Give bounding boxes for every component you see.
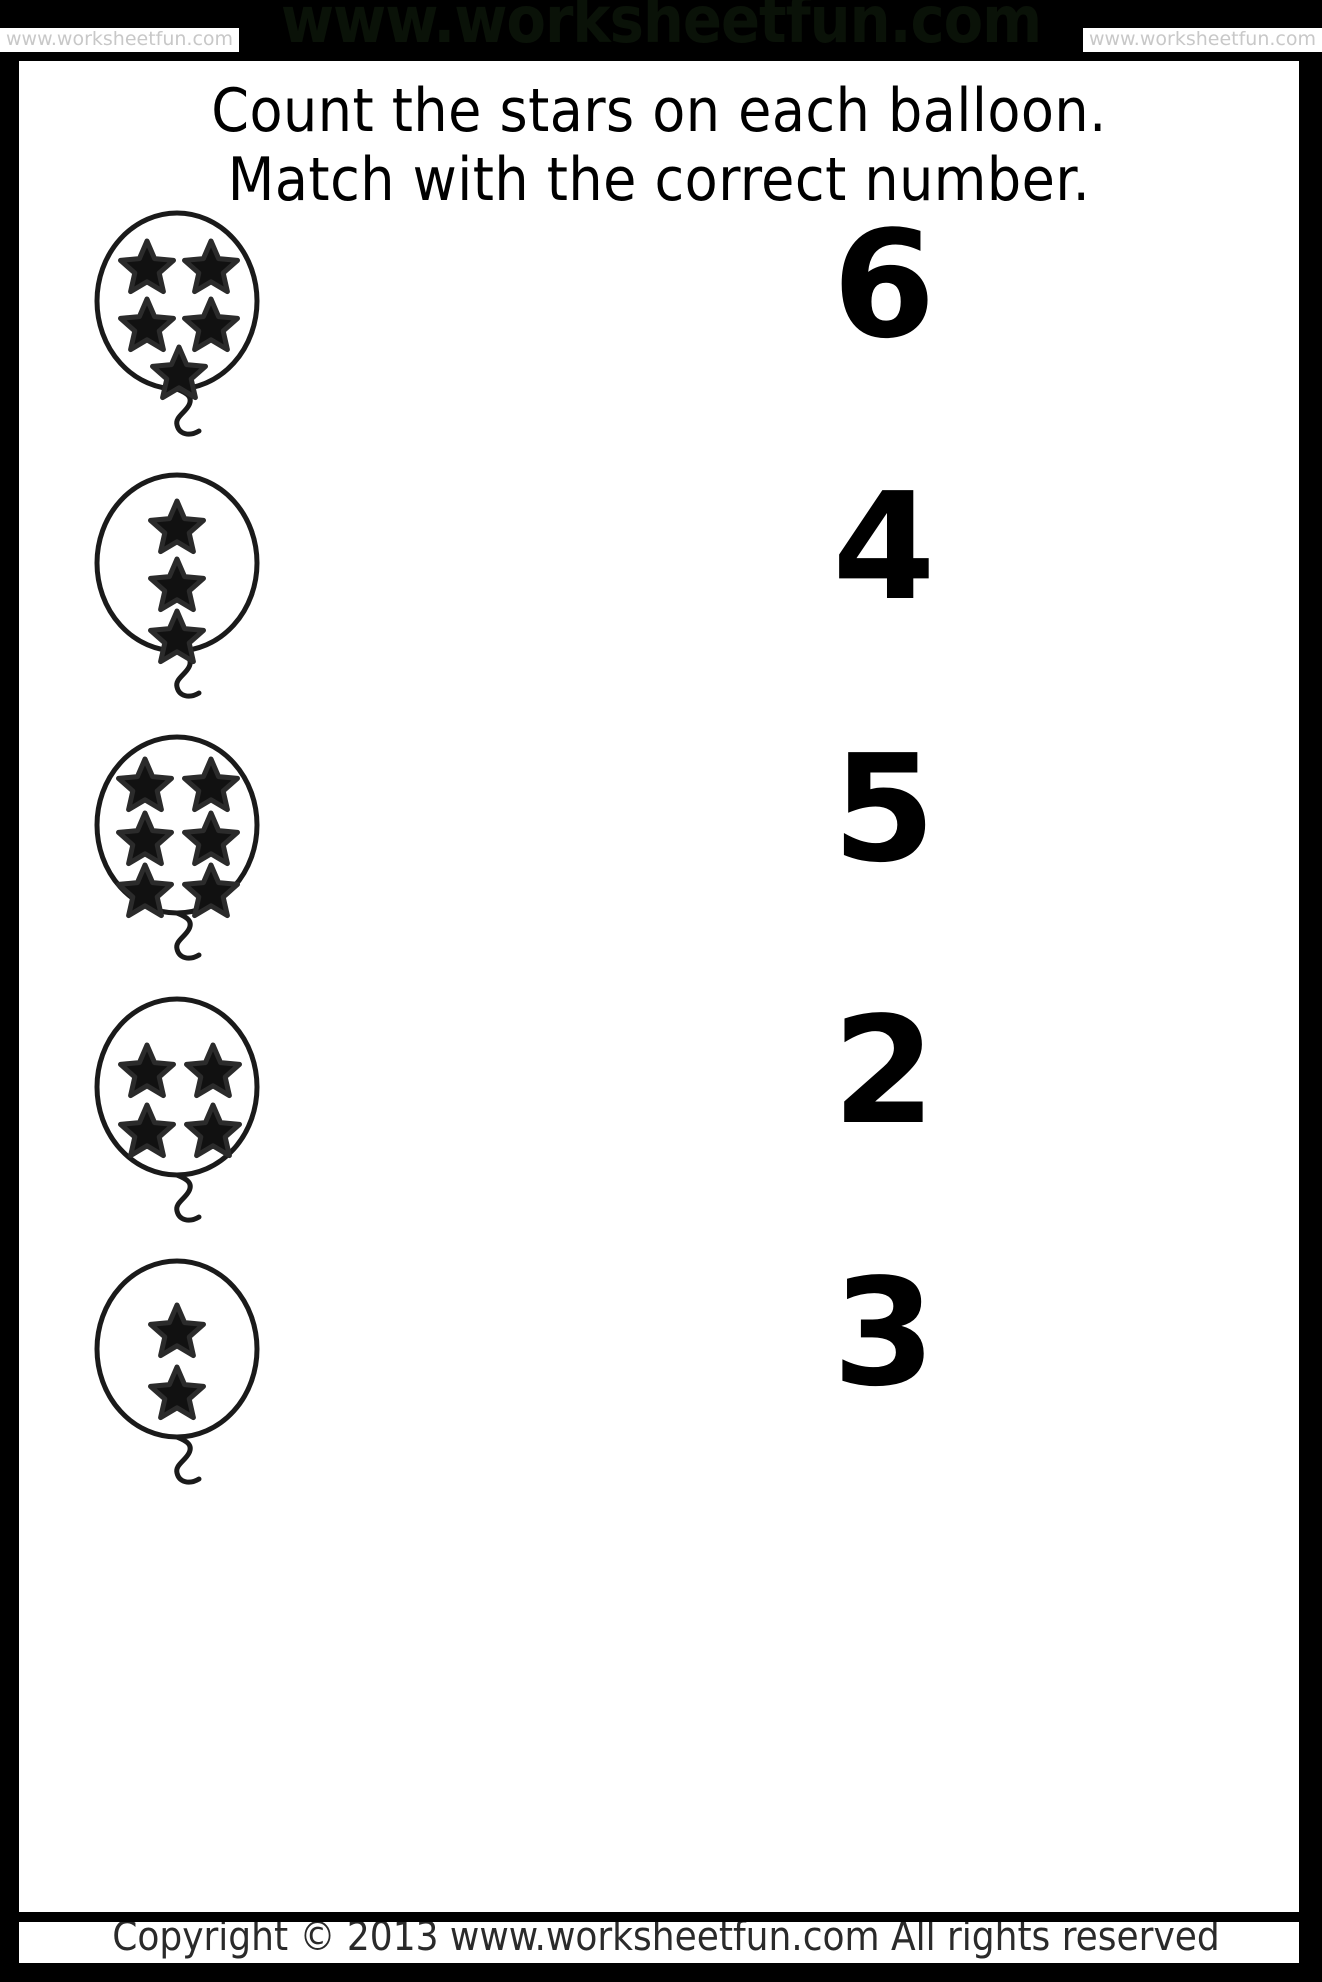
match-row: 6 xyxy=(19,201,1299,463)
matching-rows: 6 4 xyxy=(19,201,1299,1511)
balloon-with-6-stars[interactable] xyxy=(89,725,279,985)
balloon-with-5-stars[interactable] xyxy=(89,201,279,461)
number-choice[interactable]: 2 xyxy=(799,997,969,1145)
watermark-small-left: www.worksheetfun.com xyxy=(0,28,240,52)
number-value: 2 xyxy=(832,985,936,1157)
balloon-icon xyxy=(94,734,260,961)
worksheet-instructions: Count the stars on each balloon. Match w… xyxy=(19,77,1299,215)
match-row: 2 xyxy=(19,987,1299,1249)
number-choice[interactable]: 6 xyxy=(799,211,969,359)
match-row: 3 xyxy=(19,1249,1299,1511)
watermark-small-right: www.worksheetfun.com xyxy=(1082,28,1322,52)
balloon-icon xyxy=(94,1258,260,1485)
balloon-with-4-stars[interactable] xyxy=(89,987,279,1247)
number-value: 3 xyxy=(832,1247,936,1419)
instruction-line-1: Count the stars on each balloon. xyxy=(211,76,1107,146)
balloon-icon xyxy=(94,996,260,1223)
instruction-line-2: Match with the correct number. xyxy=(227,145,1091,215)
footer-sheet-strip: Copyright © 2013 www.worksheetfun.com Al… xyxy=(14,1922,1304,1968)
top-watermark-band: www.worksheetfun.com www.worksheetfun.co… xyxy=(0,0,1322,62)
balloon-icon xyxy=(94,472,260,699)
worksheet-sheet: Count the stars on each balloon. Match w… xyxy=(14,56,1304,1922)
watermark-large-text: www.worksheetfun.com xyxy=(280,0,1042,58)
number-value: 4 xyxy=(832,461,936,633)
match-row: 5 xyxy=(19,725,1299,987)
copyright-text: Copyright © 2013 www.worksheetfun.com Al… xyxy=(112,1922,1220,1960)
number-choice[interactable]: 4 xyxy=(799,473,969,621)
balloon-icon xyxy=(94,210,260,437)
number-value: 6 xyxy=(832,199,936,371)
match-row: 4 xyxy=(19,463,1299,725)
number-value: 5 xyxy=(832,723,936,895)
number-choice[interactable]: 5 xyxy=(799,735,969,883)
balloon-with-2-stars[interactable] xyxy=(89,1249,279,1509)
balloon-with-3-stars[interactable] xyxy=(89,463,279,723)
number-choice[interactable]: 3 xyxy=(799,1259,969,1407)
